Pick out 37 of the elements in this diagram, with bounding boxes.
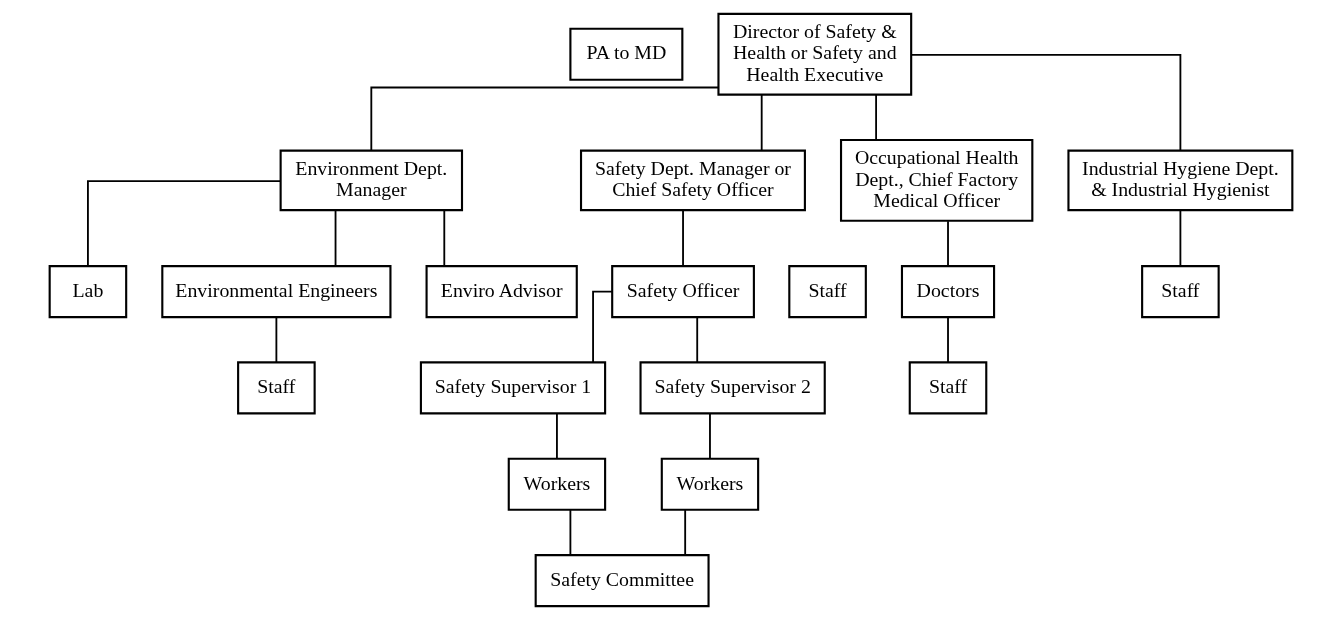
node-box: Workers [507, 457, 606, 511]
connector [760, 93, 763, 152]
node-box: Staff [908, 361, 987, 415]
node-box: Safety Officer [610, 265, 755, 319]
node-box: Environmental Engineers [160, 265, 391, 319]
connector [946, 316, 949, 363]
node-box: Enviro Advisor [425, 265, 578, 319]
node-box: Director of Safety & Health or Safety and Health Executive [716, 12, 912, 96]
connector [334, 209, 336, 267]
node-box: Safety Dept. Manager or Chief Safety Officer [579, 149, 806, 212]
node-box: Staff [1140, 265, 1220, 319]
node-box: Safety Supervisor 2 [638, 361, 826, 415]
connector [946, 220, 949, 267]
node-box: PA to MD [568, 27, 683, 81]
node-box: Safety Supervisor 1 [419, 361, 606, 415]
node-box: Safety Committee [534, 554, 710, 608]
node-box: Staff [787, 265, 867, 319]
connector [442, 209, 445, 267]
connector [1178, 209, 1181, 267]
node-box: Doctors [900, 265, 995, 319]
connector [708, 412, 711, 460]
connector [369, 86, 719, 152]
connector [274, 316, 277, 363]
node-box: Environment Dept. Manager [279, 149, 463, 212]
connector [874, 93, 877, 141]
node-box: Industrial Hygiene Dept. & Industrial Hygienist [1066, 149, 1293, 212]
node-box: Workers [660, 457, 759, 511]
node-box: Lab [48, 265, 127, 319]
connector [86, 180, 281, 267]
connector [555, 412, 558, 460]
connector [683, 509, 686, 556]
node-box: Occupational Health Dept., Chief Factory Medical Officer [839, 138, 1033, 222]
connector [909, 54, 1181, 151]
node-box: Staff [236, 361, 316, 415]
connector [695, 316, 698, 363]
connector [681, 209, 684, 267]
connector [569, 509, 571, 556]
